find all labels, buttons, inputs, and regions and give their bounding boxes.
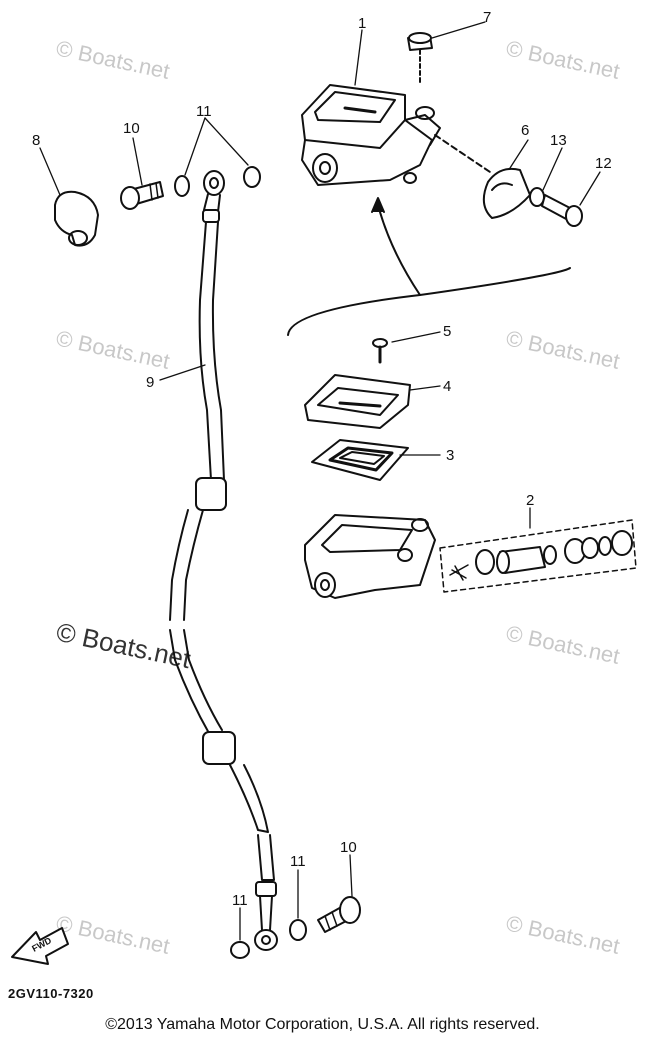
part-12-bolt [541,194,583,227]
part-label-5: 5 [443,323,451,340]
watermark: © Boats.net [54,910,172,958]
part-label-3: 3 [446,447,454,464]
master-cylinder-body [304,514,436,599]
part-label-10-bottom: 10 [340,839,357,856]
watermark: © Boats.net [504,620,622,668]
diagram-code: 2GV110-7320 [8,986,94,1001]
watermark: © Boats.net [504,910,622,958]
part-5-screw [372,338,388,364]
part-10-union-bolt-top [120,181,164,210]
part-11-washer-bottom [230,941,250,959]
watermark: © Boats.net [504,35,622,83]
exploded-view-bracket [287,267,571,336]
part-label-13: 13 [550,132,567,149]
master-cylinder-assembly [301,84,441,186]
pointer-arrow [377,204,421,296]
part-label-8: 8 [32,132,40,149]
leader-lines [39,21,601,941]
watermark: © Boats.net [54,35,172,83]
part-9-brake-hose [169,221,278,951]
part-11-washer-top [174,175,190,197]
part-10-union-bolt-bottom [317,896,361,933]
part-7-screw [407,32,433,86]
part-2-piston-kit [439,519,637,593]
part-11-washer-top [243,166,261,188]
watermark: © Boats.net [504,325,622,373]
part-6-holder [434,134,531,219]
fwd-arrow-icon [11,927,69,965]
part-label-9: 9 [146,374,154,391]
copyright-notice: ©2013 Yamaha Motor Corporation, U.S.A. A… [105,1016,540,1033]
part-label-6: 6 [521,122,529,139]
watermark: © Boats.net [54,325,172,373]
part-label-12: 12 [595,155,612,172]
part-4-cap [304,374,411,429]
part-3-diaphragm [311,439,409,481]
part-label-1: 1 [358,15,366,32]
part-8-cover [54,190,99,247]
part-label-10-top: 10 [123,120,140,137]
part-label-11-top: 11 [196,103,212,120]
part-11-washer-bottom [289,919,307,941]
part-label-11-bottom: 11 [232,892,248,909]
part-label-2: 2 [526,492,534,509]
part-label-4: 4 [443,378,451,395]
hose-banjo-top [202,170,225,223]
part-label-11-bottom: 11 [290,853,306,870]
part-label-7: 7 [483,9,491,26]
